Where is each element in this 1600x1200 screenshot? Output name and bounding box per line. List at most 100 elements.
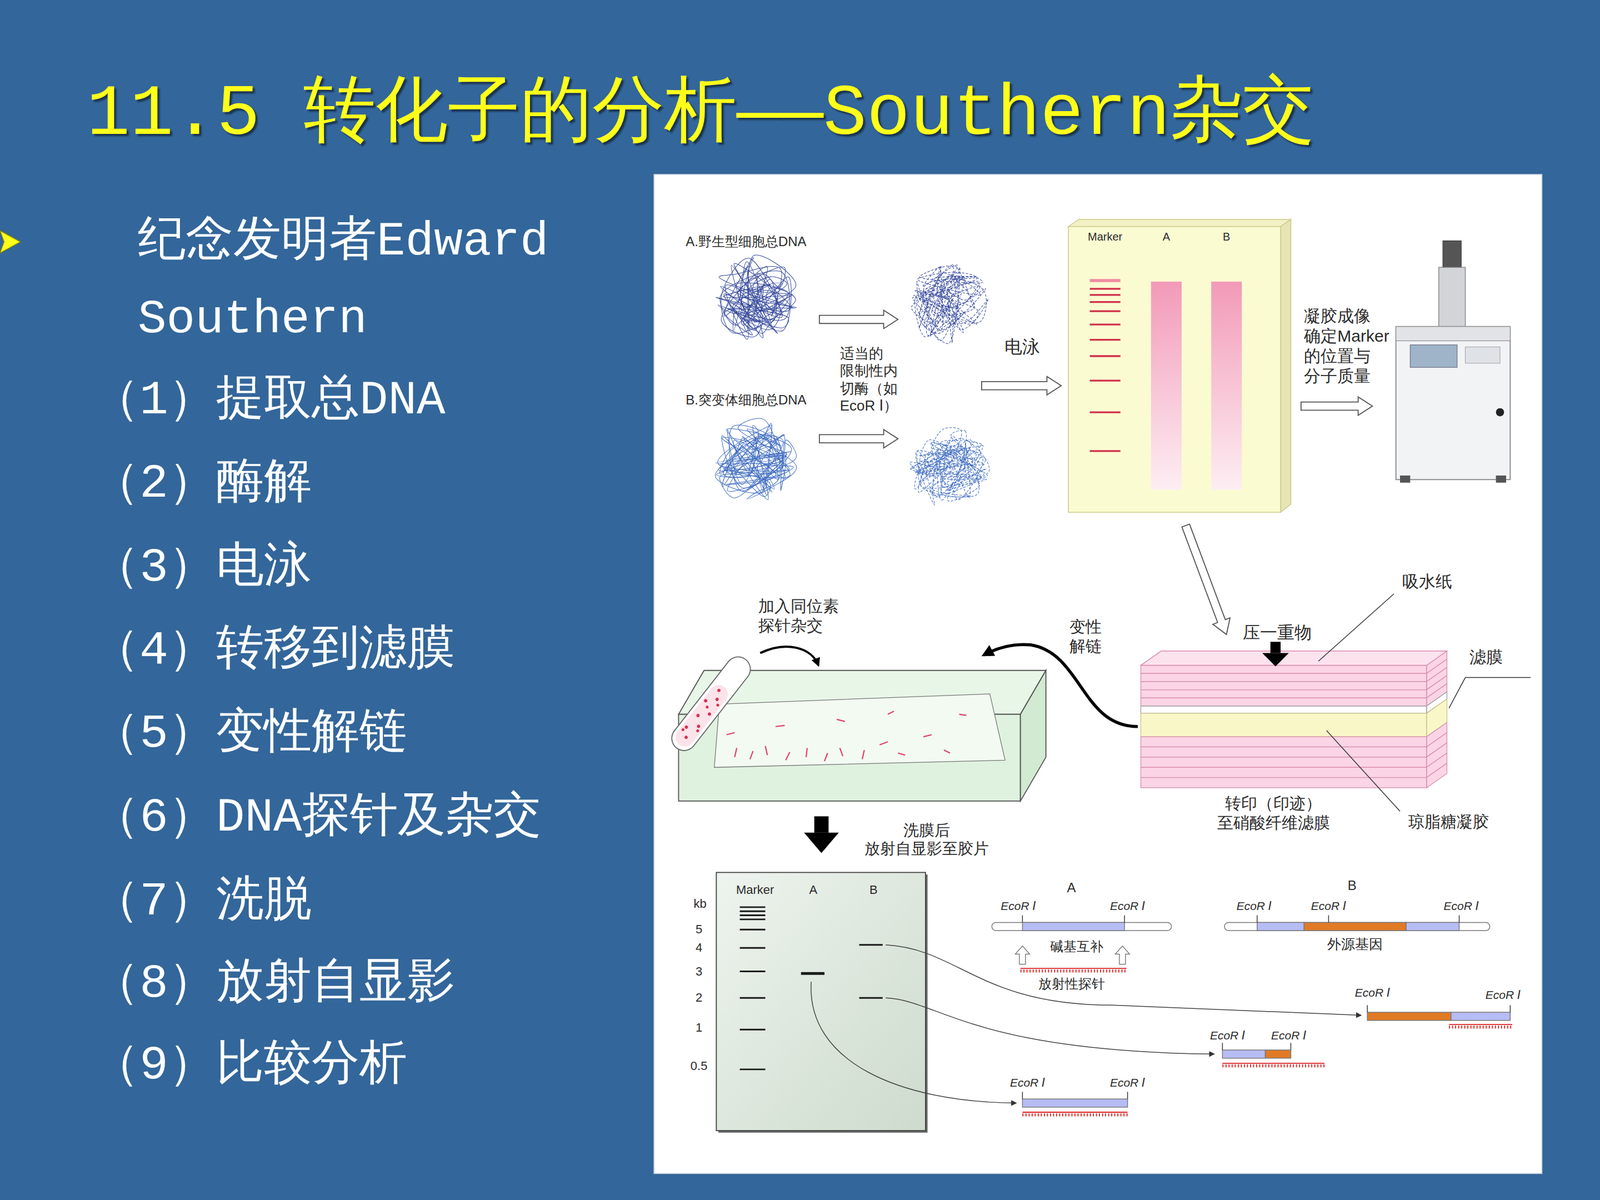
figure-path — [734, 747, 737, 758]
site-label: EcoR Ⅰ — [1311, 898, 1347, 913]
figure-line — [1090, 379, 1121, 382]
axis-tick: 3 — [695, 963, 703, 979]
figure-line — [1326, 730, 1400, 812]
figure-circle — [705, 705, 709, 709]
axis-tick: 1 — [695, 1020, 703, 1035]
layer-front — [1140, 697, 1427, 707]
layer-front — [1140, 777, 1427, 788]
figure-line — [1090, 278, 1121, 283]
dna-tangle — [715, 418, 797, 500]
figure-rect — [1257, 922, 1304, 931]
figure-path — [885, 945, 1362, 1016]
site-label: EcoR Ⅰ — [1010, 1075, 1045, 1090]
figure-line — [1020, 969, 1127, 973]
figure-path — [862, 750, 865, 760]
figure-rect — [1265, 1050, 1292, 1059]
figure-polygon — [803, 832, 839, 854]
part-label: 滤膜 — [1469, 647, 1503, 668]
figure-path — [923, 734, 932, 737]
step-label: 洗膜后 放射自显影至胶片 — [862, 821, 992, 859]
figure-line — [1510, 1005, 1511, 1013]
figure-line — [1222, 1064, 1325, 1068]
figure-path — [750, 751, 754, 760]
figure-rect — [1270, 641, 1281, 653]
figure-rect — [1151, 281, 1182, 490]
site-label: EcoR Ⅰ — [1355, 986, 1390, 1000]
figure-line — [1090, 338, 1121, 341]
figure-rect — [1224, 922, 1490, 931]
figure-path — [959, 714, 967, 716]
figure-line — [1123, 915, 1125, 923]
figure-circle — [715, 697, 720, 702]
dna-tangle — [911, 265, 989, 344]
figure-polyline — [1448, 677, 1531, 709]
lane-label: Marker — [736, 882, 774, 898]
figure-line — [1090, 301, 1121, 303]
figure-path — [879, 741, 888, 745]
figure-rect — [1451, 1012, 1511, 1021]
figure-polygon — [0, 230, 21, 253]
sample-label: A.野生型细胞总DNA — [685, 233, 807, 250]
dna-tangle — [715, 255, 797, 340]
figure-line — [1022, 1113, 1128, 1117]
figure-line — [1127, 1091, 1128, 1099]
gel-slab: MarkerAB — [1068, 219, 1291, 513]
figure-line — [1022, 1091, 1023, 1099]
figure-g — [991, 915, 1172, 932]
layer-front — [1140, 681, 1427, 690]
figure-line — [1090, 411, 1121, 413]
figure-rect — [814, 816, 829, 833]
figure-line — [801, 972, 825, 975]
figure-polygon — [819, 310, 898, 329]
figure-line — [740, 1028, 766, 1031]
figure-rect — [1211, 281, 1242, 490]
dna-strand — [918, 265, 975, 329]
step-item: （5）变性解链 — [91, 706, 408, 764]
figure-path — [806, 747, 808, 758]
layer-side — [1426, 763, 1448, 788]
figure-rect — [1496, 475, 1507, 483]
figure-circle — [683, 735, 689, 740]
intro-note: 纪念发明者Edward Southern — [137, 202, 592, 359]
site-label: EcoR Ⅰ — [1485, 987, 1521, 1002]
axis-tick: 2 — [695, 990, 703, 1005]
map-title: B — [1347, 877, 1357, 894]
step-item: （2）酶解 — [91, 456, 312, 514]
figure-rect — [1068, 226, 1281, 513]
autoradiograph-film: MarkerAB — [716, 872, 926, 1131]
site-label: EcoR Ⅰ — [1443, 898, 1479, 913]
figure-line — [1366, 1005, 1368, 1013]
figure-line — [1022, 1111, 1128, 1113]
figure-line — [740, 997, 766, 999]
figure-polygon — [1262, 653, 1289, 667]
step-item: （9）比较分析 — [91, 1037, 408, 1095]
figure-rect — [653, 174, 1542, 1174]
figure-line — [1090, 310, 1121, 313]
figure-rect — [1396, 326, 1511, 342]
figure-rect — [1406, 922, 1460, 931]
figure-g — [666, 652, 755, 756]
figure-path — [943, 750, 950, 754]
site-label: EcoR Ⅰ — [1110, 1075, 1145, 1090]
figure-rect — [716, 872, 926, 1131]
step-item: （3）电泳 — [91, 539, 312, 597]
figure-line — [1222, 1062, 1325, 1064]
sample-label: B.突变体细胞总DNA — [685, 392, 807, 409]
figure-rect — [1022, 922, 1125, 931]
dna-strand — [715, 444, 791, 474]
imaging-note: 凝胶成像 确定Marker 的位置与 分子质量 — [1303, 306, 1393, 387]
dna-strand — [737, 266, 786, 338]
figure-rect — [1222, 1050, 1265, 1059]
figure-path — [836, 719, 845, 722]
figure-line — [1090, 355, 1121, 357]
site-label: EcoR Ⅰ — [1110, 898, 1145, 913]
step-item: （6）DNA探针及杂交 — [91, 789, 541, 847]
figure-line — [1256, 915, 1258, 923]
axis-tick: 5 — [695, 922, 703, 937]
figure-line — [1290, 1042, 1292, 1050]
figure-circle — [715, 703, 720, 708]
figure-line — [740, 918, 766, 920]
figure-polygon — [1177, 522, 1235, 638]
layer-front — [1140, 673, 1427, 682]
figure-line — [1090, 287, 1121, 290]
